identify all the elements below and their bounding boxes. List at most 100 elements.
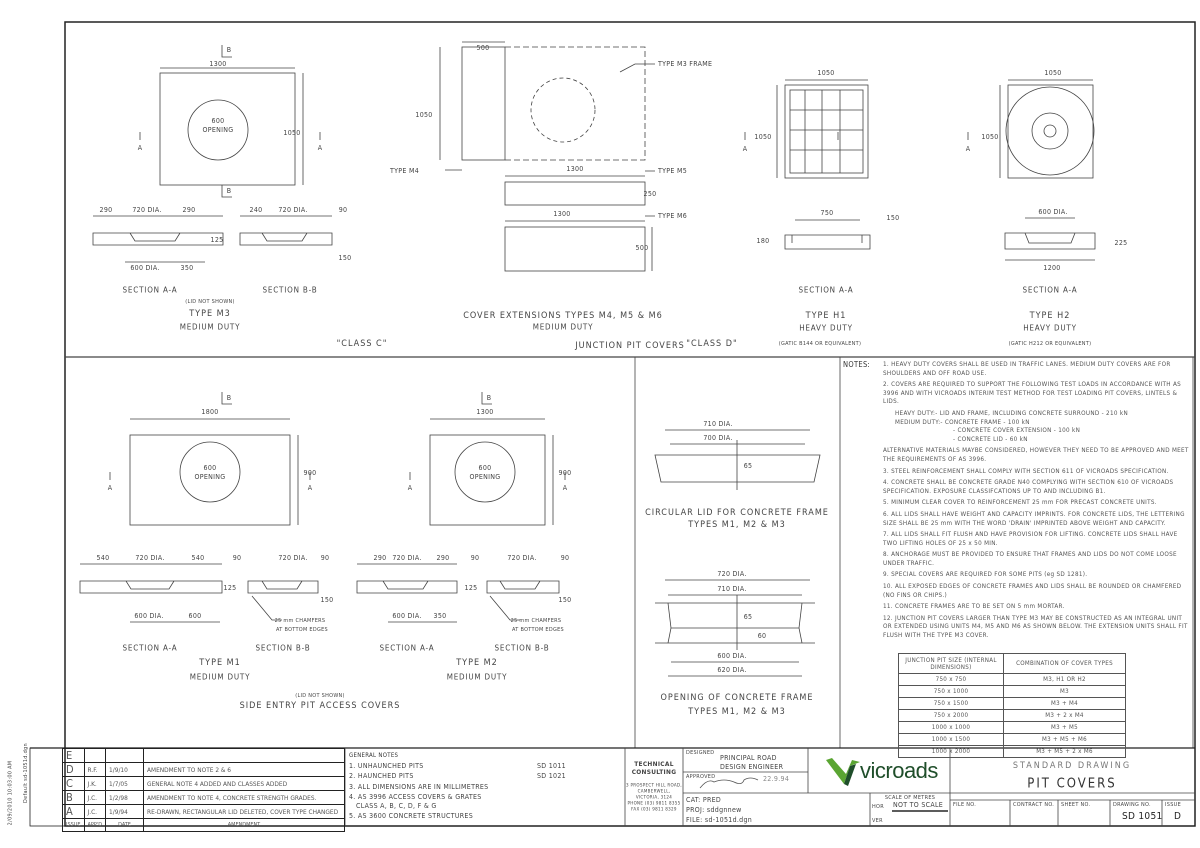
general-note: 3. ALL DIMENSIONS ARE IN MILLIMETRES [349,783,489,791]
note-item: HEAVY DUTY:- LID AND FRAME, INCLUDING CO… [895,409,1128,417]
notes-heading: NOTES: [843,360,871,369]
section-marker: A [107,484,113,492]
chamfer-note: 25 mm CHAMFERS [510,618,562,624]
cell: 750 x 750 [898,673,1004,686]
note-item: - CONCRETE COVER EXTENSION - 100 kN [953,427,1081,435]
detail-title: OPENING OF CONCRETE FRAME [660,693,814,703]
unit-label: TYPE M6 [658,212,688,220]
table-header: DATE [105,818,145,832]
vicroads-logo: vicroads [826,752,946,790]
cell: J.C. [83,804,107,819]
section-marker: A [562,484,568,492]
cell: 1/2/98 [105,790,145,805]
dim-label: 225 [1114,239,1128,247]
dim-label: 540 [96,554,110,562]
cell: M3 + M5 [1003,721,1126,734]
table-header: ISSUE [62,818,85,832]
dim-label: 90 [560,554,570,562]
general-note: 2. HAUNCHED PITS [349,772,414,780]
detail-subtitle: TYPES M1, M2 & M3 [688,707,786,717]
section-marker: B [226,394,232,402]
section-title: SECTION B-B [262,285,318,295]
dim-label: 90 [232,554,242,562]
class-c-label: "CLASS C" [336,339,388,349]
dim-label: 350 [180,264,194,272]
section-marker: A [307,484,313,492]
duty-label: MEDIUM DUTY [189,672,251,682]
designed-by: PRINCIPAL ROAD [720,754,777,762]
dim-label: 290 [436,554,450,562]
chamfer-note: AT BOTTOM EDGES [512,627,564,633]
dim-label: 90 [338,206,348,214]
opening-label: 600 [478,464,492,472]
section-title: SECTION A-A [798,285,854,295]
duty-label: HEAVY DUTY [799,323,853,333]
dim-label: 150 [338,254,352,262]
general-note: 4. AS 3996 ACCESS COVERS & GRATES [349,793,482,801]
drawing-no-label: DRAWING NO. [1113,802,1151,808]
cell: 750 x 1000 [898,685,1004,698]
note-item: - CONCRETE LID - 60 kN [953,435,1028,443]
duty-label: MEDIUM DUTY [532,322,594,332]
opening-label: 600 [211,117,225,125]
equivalent-note: (GATIC B144 OR EQUIVALENT) [778,341,862,347]
duty-label: MEDIUM DUTY [446,672,508,682]
standard-ref: SD 1021 [537,772,566,780]
dim-label: 710 DIA. [717,585,747,593]
issue-label: ISSUE [1165,802,1181,808]
cell [143,748,345,763]
group-title: JUNCTION PIT COVERS [575,341,685,351]
detail-title: CIRCULAR LID FOR CONCRETE FRAME [645,508,829,518]
cell: B [62,790,85,805]
dim-label: 1050 [981,133,999,141]
dim-label: 125 [210,236,224,244]
section-title: SECTION A-A [122,285,178,295]
dim-label: 720 DIA. [132,206,162,214]
dim-label: 150 [320,596,334,604]
opening-label: OPENING [202,126,234,134]
class-d-label: "CLASS D" [686,339,738,349]
dim-label: 150 [886,214,900,222]
dim-label: 900 [303,469,317,477]
dim-label: 350 [433,612,447,620]
type-title: COVER EXTENSIONS TYPES M4, M5 & M6 [463,311,663,321]
dim-label: 125 [464,584,478,592]
note-item: 2. COVERS ARE REQUIRED TO SUPPORT THE FO… [883,381,1182,406]
consultant-address: CAMBERWELL, [637,789,671,795]
duty-label: MEDIUM DUTY [179,322,241,332]
dim-label: 1800 [201,408,219,416]
note-item: 9. SPECIAL COVERS ARE REQUIRED FOR SOME … [883,571,1088,579]
group-title: SIDE ENTRY PIT ACCESS COVERS [239,701,401,711]
dim-label: 600 DIA. [717,652,747,660]
cell: 1000 x 1000 [898,721,1004,734]
cell: RE-DRAWN, RECTANGULAR LID DELETED, COVER… [143,804,345,819]
table-header: JUNCTION PIT SIZE (INTERNAL DIMENSIONS) [898,653,1004,674]
equivalent-note: (GATIC H212 OR EQUIVALENT) [1008,341,1092,347]
dim-label: 1050 [817,69,835,77]
table-header: APP'D [83,818,107,832]
general-notes-heading: GENERAL NOTES [349,752,399,759]
dim-label: 290 [99,206,113,214]
cell: M3 + 2 x M4 [1003,709,1126,722]
designed-label: DESIGNED [686,750,715,756]
lid-note: (LID NOT SHOWN) [185,299,235,305]
cell: AMENDMENT TO NOTE 4, CONCRETE STRENGTH G… [143,790,345,805]
dim-label: 65 [743,462,753,470]
section-marker: B [226,187,232,195]
section-marker: A [965,145,971,153]
dim-label: 600 DIA. [130,264,160,272]
general-note: 1. UNHAUNCHED PITS [349,762,424,770]
unit-label: TYPE M5 [658,167,688,175]
dim-label: 150 [558,596,572,604]
designed-by: DESIGN ENGINEER [720,763,784,771]
standard-ref: SD 1011 [537,762,566,770]
opening-label: OPENING [469,473,501,481]
dim-label: 900 [558,469,572,477]
